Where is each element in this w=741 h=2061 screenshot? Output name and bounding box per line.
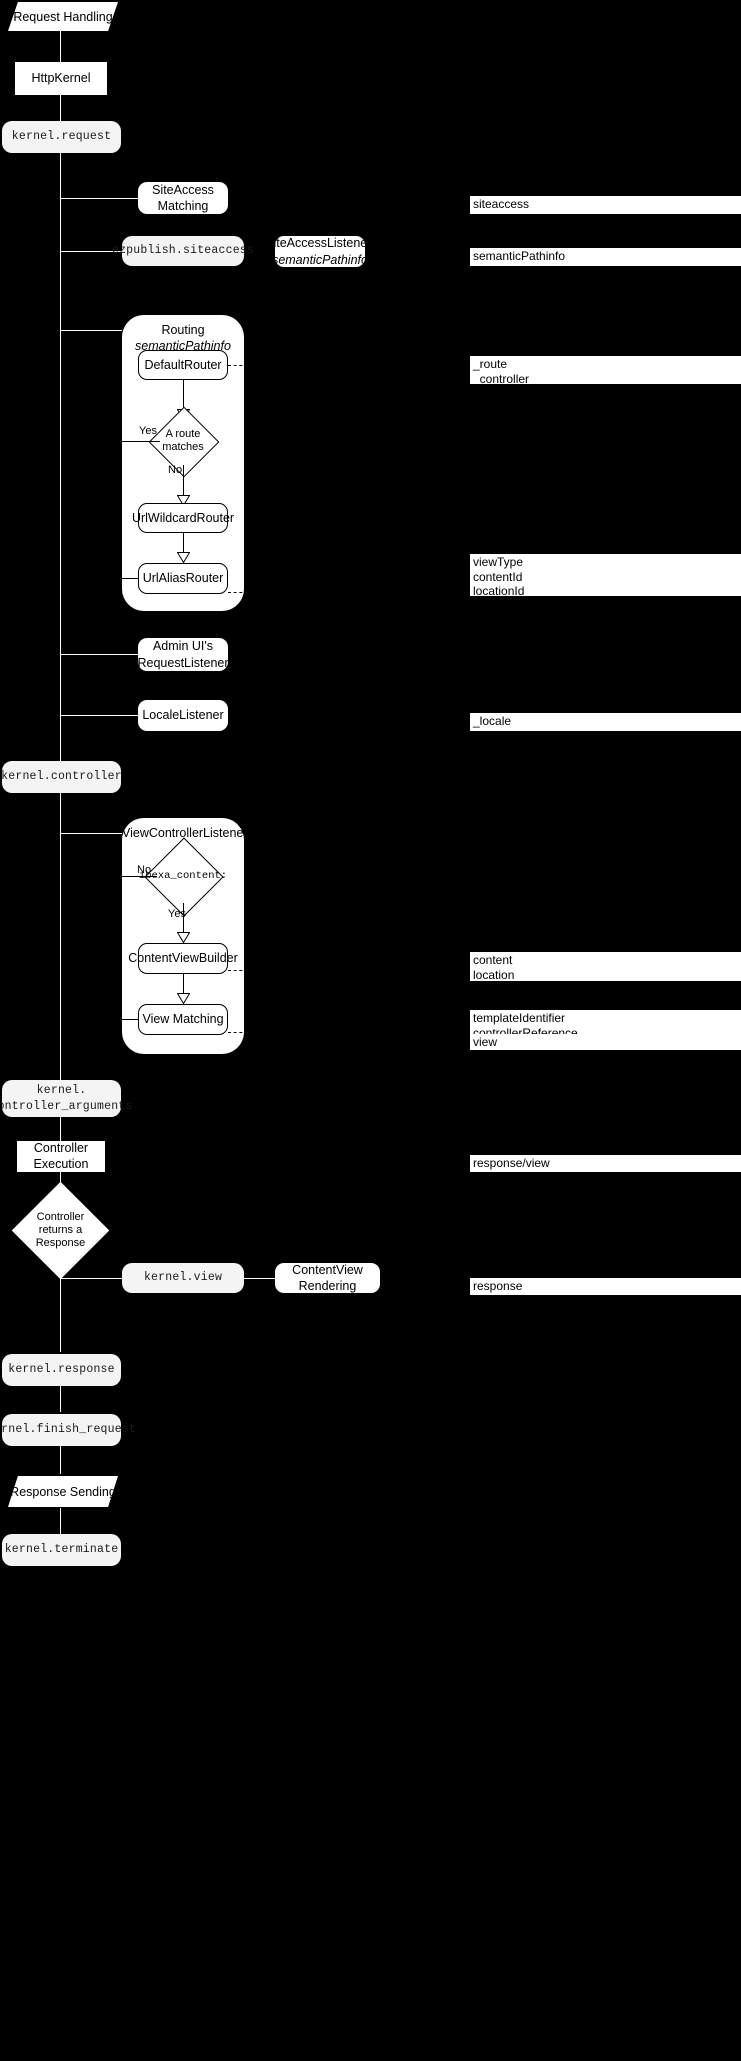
node-admin-ui-line2: RequestListener <box>137 655 229 670</box>
edge-route-no-down <box>183 465 184 500</box>
node-url-wildcard-router-label: UrlWildcardRouter <box>131 510 235 525</box>
arrowhead-viewmatching <box>177 993 190 1004</box>
edge-route-yes-left <box>122 441 160 442</box>
side-label-content-location: content location <box>470 952 741 982</box>
edge-httpkernel-to-kernelrequest <box>60 95 61 121</box>
banner-response-sending: Response Sending <box>8 1476 118 1507</box>
event-kernel-request-label: kernel.request <box>11 130 112 144</box>
edge-kernelrequest-spine <box>60 153 61 767</box>
arrowhead-urlwildcardrouter <box>177 495 190 506</box>
node-admin-ui-request-listener[interactable]: Admin UI's RequestListener <box>137 638 229 671</box>
event-kernel-finish-request-label: kernel.finish_request <box>0 1423 137 1437</box>
event-kernel-controller[interactable]: kernel.controller <box>1 761 122 793</box>
decision-route-matches-yes: Yes <box>139 425 157 437</box>
event-kernel-controller-label: kernel.controller <box>1 770 122 784</box>
node-siteaccess-listener-line1: SiteAccessListener: <box>265 236 375 251</box>
node-content-view-builder-label: ContentViewBuilder <box>128 951 238 966</box>
decision-controller-returns-response[interactable] <box>11 1181 110 1280</box>
node-admin-ui-line1: Admin UI's <box>152 639 214 654</box>
dashed-urlalias-to-label <box>228 592 248 593</box>
edge-builder-to-viewmatching <box>183 974 184 995</box>
node-locale-listener-label: LocaleListener <box>142 708 224 723</box>
node-siteaccess-listener-line2: semanticPathinfo <box>272 252 368 267</box>
event-kernel-request[interactable]: kernel.request <box>2 121 121 153</box>
node-http-kernel-label: HttpKernel <box>31 70 91 85</box>
event-ezpublish-siteaccess-label: ezpublish.siteaccess <box>111 244 255 258</box>
banner-request-handling: Request Handling <box>8 2 118 31</box>
edge-kernelview-to-contentview <box>243 1278 275 1279</box>
edge-kernelresponse-to-finishrequest <box>60 1386 61 1412</box>
edge-decision-to-kernelresponse <box>60 1268 61 1352</box>
event-kernel-controller-arguments-line1: kernel. <box>36 1083 87 1097</box>
edge-finishrequest-to-responsesending <box>60 1446 61 1474</box>
node-url-wildcard-router[interactable]: UrlWildcardRouter <box>132 503 234 533</box>
edge-branch-siteaccess-matching <box>60 198 138 199</box>
side-label-siteaccess: siteaccess <box>470 196 741 214</box>
edge-kernelcontroller-spine <box>60 793 61 1095</box>
node-content-view-rendering[interactable]: ContentView Rendering <box>275 1263 380 1293</box>
node-siteaccess-matching-label: SiteAccess Matching <box>152 182 214 213</box>
group-view-controller-listener-title: ViewControllerListener <box>122 826 248 840</box>
event-kernel-terminate-label: kernel.terminate <box>4 1543 119 1557</box>
edge-ibexa-no-left <box>122 876 157 877</box>
dashed-defaultrouter-to-label <box>228 365 248 366</box>
side-label-locale: _locale <box>470 713 741 731</box>
edge-wildcard-to-alias <box>183 533 184 555</box>
edge-controllerargs-to-execution <box>60 1117 61 1141</box>
node-view-matching[interactable]: View Matching <box>138 1004 228 1035</box>
arrowhead-urlaliasrouter <box>177 552 190 563</box>
event-kernel-response[interactable]: kernel.response <box>2 1354 121 1386</box>
event-kernel-response-label: kernel.response <box>8 1363 115 1377</box>
group-routing-title-prefix: Routing <box>161 323 205 337</box>
side-label-response: response <box>470 1278 741 1295</box>
node-default-router[interactable]: DefaultRouter <box>138 350 228 380</box>
banner-request-handling-label: Request Handling <box>13 9 113 24</box>
edge-branch-routing <box>60 330 122 331</box>
edge-urlalias-left-stub <box>122 578 139 579</box>
node-content-view-builder[interactable]: ContentViewBuilder <box>128 943 238 974</box>
node-http-kernel[interactable]: HttpKernel <box>15 62 107 95</box>
decision-route-matches-no: No <box>168 464 183 476</box>
decision-ibexa-content-yes: Yes <box>168 908 186 920</box>
edge-viewmatching-left-stub <box>122 1019 139 1020</box>
decision-ibexa-content-no: No <box>137 864 152 876</box>
edge-branch-localelistener <box>60 715 138 716</box>
event-kernel-view-label: kernel.view <box>143 1271 223 1285</box>
side-label-route-controller: _route _controller <box>470 356 741 386</box>
node-siteaccess-matching[interactable]: SiteAccess Matching <box>138 182 228 214</box>
event-kernel-controller-arguments[interactable]: kernel. controller_arguments <box>0 1080 132 1117</box>
node-default-router-label: DefaultRouter <box>144 357 222 372</box>
banner-response-sending-label: Response Sending <box>10 1484 116 1499</box>
node-controller-execution-label: Controller Execution <box>33 1140 89 1171</box>
edge-branch-ezpublish-siteaccess <box>60 251 122 252</box>
arrowhead-contentviewbuilder <box>177 932 190 943</box>
node-siteaccess-listener[interactable]: SiteAccessListener: semanticPathinfo <box>265 236 375 267</box>
edge-ibexa-yes-down <box>183 903 184 935</box>
edge-defaultrouter-to-decision <box>183 380 184 412</box>
side-label-view: view <box>470 1034 741 1050</box>
edge-branch-viewcontrollerlistener <box>60 833 122 834</box>
side-label-semantic-pathinfo: semanticPathinfo <box>470 248 741 266</box>
node-content-view-rendering-label: ContentView Rendering <box>292 1262 363 1293</box>
node-locale-listener[interactable]: LocaleListener <box>138 700 228 731</box>
event-kernel-controller-arguments-line2: controller_arguments <box>0 1099 133 1113</box>
group-routing-title-italic: semanticPathinfo <box>135 338 231 353</box>
event-kernel-terminate[interactable]: kernel.terminate <box>2 1534 121 1566</box>
edge-branch-adminui <box>60 654 138 655</box>
node-url-alias-router[interactable]: UrlAliasRouter <box>138 563 228 594</box>
event-ezpublish-siteaccess[interactable]: ezpublish.siteaccess <box>112 236 254 266</box>
edge-request-to-httpkernel <box>60 31 61 63</box>
node-url-alias-router-label: UrlAliasRouter <box>142 571 224 586</box>
node-controller-execution[interactable]: Controller Execution <box>17 1141 105 1172</box>
event-kernel-finish-request[interactable]: kernel.finish_request <box>0 1414 136 1446</box>
side-label-view-content-location: viewType contentId locationId <box>470 554 741 598</box>
edge-branch-kernelview <box>60 1278 122 1279</box>
edge-responsesending-to-terminate <box>60 1508 61 1534</box>
side-label-response-view: response/view <box>470 1155 741 1172</box>
dashed-builder-to-label <box>228 970 248 971</box>
node-view-matching-label: View Matching <box>142 1012 224 1027</box>
event-kernel-view[interactable]: kernel.view <box>122 1263 244 1293</box>
dashed-viewmatching-to-label <box>228 1032 248 1033</box>
